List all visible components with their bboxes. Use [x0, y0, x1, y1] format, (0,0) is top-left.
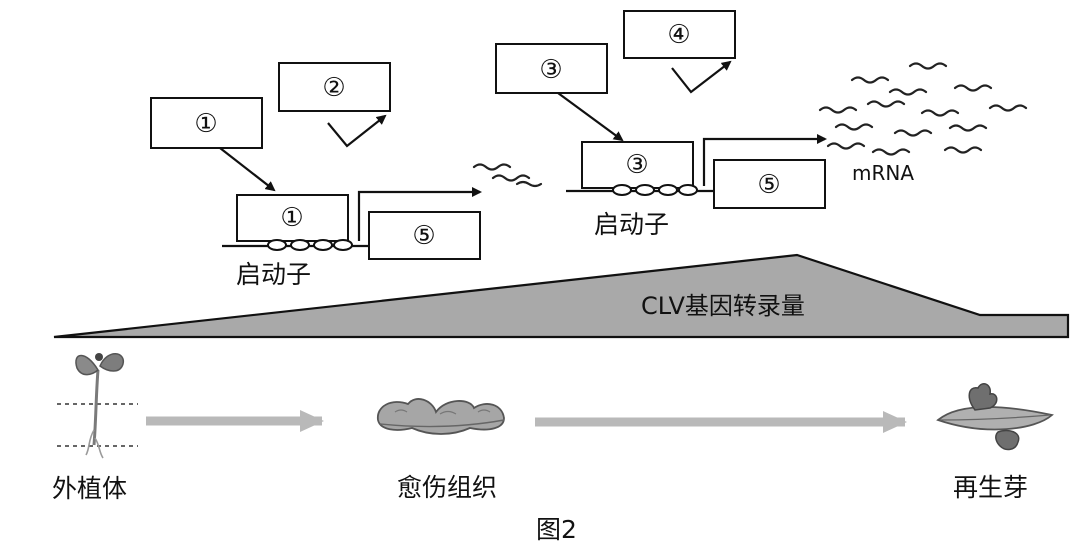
left-downstream-box-label: ⑤ [412, 221, 435, 251]
stage-label-explant: 外植体 [52, 474, 127, 503]
left-gene-box-label: ① [194, 109, 217, 139]
stage-label-callus: 愈伤组织 [397, 473, 497, 502]
left-signal-box-label: ② [322, 73, 345, 103]
right-gene-box [495, 43, 608, 94]
left-signal-arrow [327, 114, 387, 148]
callus-icon [377, 398, 505, 435]
left-promoter-label: 启动子 [236, 260, 311, 289]
right-binding-arrow [557, 92, 624, 142]
clv-ramp-label: CLV基因转录量 [641, 292, 805, 320]
left-binding-arrow [219, 147, 276, 192]
right-promoter-label: 启动子 [594, 210, 669, 239]
right-downstream-box-label: ⑤ [757, 170, 780, 200]
right-signal-box-label: ④ [667, 20, 690, 50]
left-downstream-box [368, 211, 481, 260]
right-gene-box-label: ③ [539, 55, 562, 85]
left-transcription-unit: ① ② ① ⑤ 启动子 [150, 62, 543, 289]
left-transcription-arrow [357, 187, 482, 241]
left-gene-box [150, 97, 263, 149]
left-promoter-box-label: ① [280, 203, 303, 233]
seedling-icon [57, 353, 138, 459]
right-signal-box [623, 10, 736, 59]
clv-ramp-shape [53, 253, 1070, 339]
clv-ramp: CLV基因转录量 [53, 253, 1070, 339]
regenerated-bud-icon [936, 383, 1054, 451]
stage-label-regenerated-bud: 再生芽 [953, 473, 1028, 502]
right-promoter-wheels [612, 184, 698, 196]
right-mrna-waves [818, 62, 1028, 156]
right-downstream-box [713, 159, 826, 209]
left-mrna-waves [472, 163, 543, 188]
right-promoter-box-label: ③ [625, 150, 648, 180]
figure-caption: 图2 [536, 515, 577, 544]
right-transcription-unit: ③ ④ ③ ⑤ 启动子 mRNA [495, 10, 1028, 239]
right-signal-arrow [671, 60, 732, 94]
mrna-label: mRNA [852, 161, 914, 185]
left-signal-box [278, 62, 391, 112]
left-promoter-wheels [267, 239, 353, 251]
right-transcription-arrow [702, 134, 827, 186]
